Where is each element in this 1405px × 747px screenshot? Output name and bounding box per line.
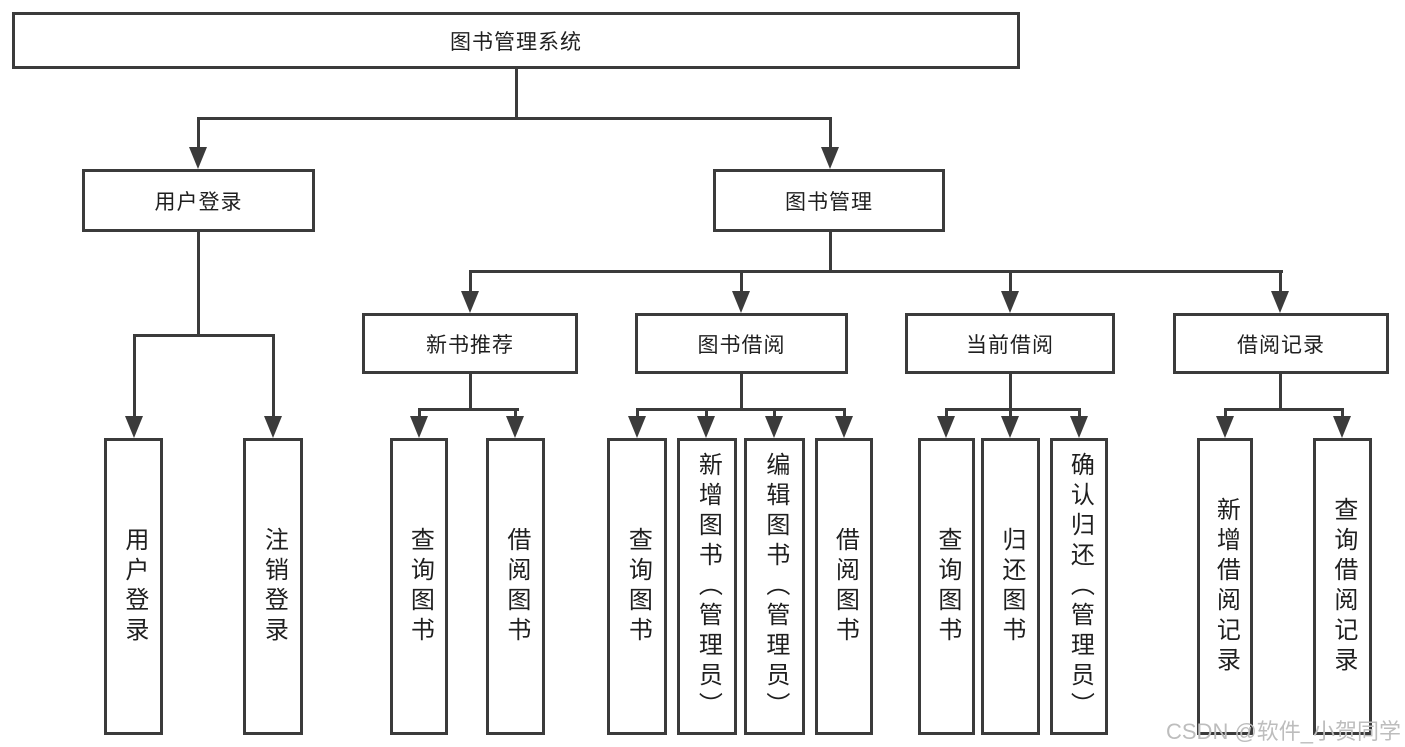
node-leaf-query-borrow-record: 查询借阅记录 xyxy=(1313,438,1372,735)
arrowhead-icon xyxy=(821,147,839,169)
node-leaf-query-books-borrow: 查询图书 xyxy=(607,438,667,735)
node-leaf-query-borrow-record-label: 查询借阅记录 xyxy=(1329,496,1357,677)
arrowhead-icon xyxy=(410,416,428,438)
arrowhead-icon xyxy=(1001,291,1019,313)
connector-line xyxy=(469,270,472,294)
connector-line xyxy=(515,67,518,119)
connector-line xyxy=(469,270,1283,273)
arrowhead-icon xyxy=(835,416,853,438)
arrowhead-icon xyxy=(732,291,750,313)
node-user-login: 用户登录 xyxy=(82,169,315,232)
node-root-label: 图书管理系统 xyxy=(450,30,582,54)
arrowhead-icon xyxy=(765,416,783,438)
connector-line xyxy=(1009,373,1012,411)
arrowhead-icon xyxy=(1271,291,1289,313)
connector-line xyxy=(514,408,517,420)
node-borrow-records-label: 借阅记录 xyxy=(1237,333,1325,357)
node-leaf-query-books-current-label: 查询图书 xyxy=(933,526,961,647)
node-leaf-user-login-label: 用户登录 xyxy=(120,526,148,647)
arrowhead-icon xyxy=(1070,416,1088,438)
connector-line xyxy=(945,408,948,420)
connector-line xyxy=(197,117,200,149)
arrowhead-icon xyxy=(461,291,479,313)
arrowhead-icon xyxy=(264,416,282,438)
arrowhead-icon xyxy=(1001,416,1019,438)
connector-line xyxy=(843,408,846,420)
arrowhead-icon xyxy=(937,416,955,438)
watermark-text: CSDN @软件_小贺同学 xyxy=(1166,719,1402,744)
arrowhead-icon xyxy=(1216,416,1234,438)
arrowhead-icon xyxy=(628,416,646,438)
connector-line xyxy=(1009,270,1012,294)
connector-line xyxy=(1279,270,1282,294)
node-leaf-borrow-books-recommend-label: 借阅图书 xyxy=(502,526,530,647)
node-leaf-logout: 注销登录 xyxy=(243,438,303,735)
arrowhead-icon xyxy=(697,416,715,438)
connector-line xyxy=(197,117,832,120)
connector-line xyxy=(1279,373,1282,411)
node-leaf-borrow-books-label: 借阅图书 xyxy=(831,526,859,647)
arrowhead-icon xyxy=(125,416,143,438)
node-leaf-query-books-current: 查询图书 xyxy=(918,438,975,735)
connector-line xyxy=(1224,408,1344,411)
node-book-management-label: 图书管理 xyxy=(785,190,873,214)
connector-line xyxy=(1224,408,1227,420)
connector-line xyxy=(773,408,776,420)
node-leaf-user-login: 用户登录 xyxy=(104,438,163,735)
connector-line xyxy=(740,373,743,411)
node-user-login-label: 用户登录 xyxy=(154,190,243,214)
node-leaf-add-books-admin: 新增图书（管理员） xyxy=(677,438,737,735)
connector-line xyxy=(418,408,519,411)
connector-line xyxy=(1341,408,1344,420)
connector-line xyxy=(740,270,743,294)
node-borrow-records: 借阅记录 xyxy=(1173,313,1389,374)
node-book-management: 图书管理 xyxy=(713,169,945,232)
connector-line xyxy=(829,232,832,273)
connector-line xyxy=(636,408,846,411)
connector-line xyxy=(1009,408,1012,420)
node-leaf-query-books-borrow-label: 查询图书 xyxy=(624,526,652,647)
arrowhead-icon xyxy=(189,147,207,169)
connector-line xyxy=(133,334,275,337)
connector-line xyxy=(272,334,275,418)
connector-line xyxy=(1078,408,1081,420)
node-book-borrow: 图书借阅 xyxy=(635,313,848,374)
node-leaf-confirm-return-admin-label: 确认归还（管理员） xyxy=(1066,451,1094,722)
connector-line xyxy=(636,408,639,420)
connector-line xyxy=(705,408,708,420)
node-book-borrow-label: 图书借阅 xyxy=(697,333,786,357)
node-leaf-add-books-admin-label: 新增图书（管理员） xyxy=(694,451,722,722)
node-new-book-recommend: 新书推荐 xyxy=(362,313,578,374)
node-leaf-edit-books-admin: 编辑图书（管理员） xyxy=(744,438,805,735)
node-leaf-confirm-return-admin: 确认归还（管理员） xyxy=(1050,438,1108,735)
arrowhead-icon xyxy=(1333,416,1351,438)
node-leaf-logout-label: 注销登录 xyxy=(260,526,288,647)
node-root: 图书管理系统 xyxy=(12,12,1020,69)
node-leaf-return-books-label: 归还图书 xyxy=(997,526,1025,647)
node-leaf-query-books-recommend: 查询图书 xyxy=(390,438,448,735)
node-leaf-borrow-books: 借阅图书 xyxy=(815,438,873,735)
connector-line xyxy=(829,117,832,149)
connector-line xyxy=(418,408,421,420)
connector-line xyxy=(197,232,200,337)
node-leaf-borrow-books-recommend: 借阅图书 xyxy=(486,438,545,735)
connector-line xyxy=(133,334,136,418)
connector-line xyxy=(945,408,1081,411)
node-leaf-return-books: 归还图书 xyxy=(981,438,1040,735)
node-leaf-add-borrow-record-label: 新增借阅记录 xyxy=(1212,496,1240,677)
node-leaf-query-books-recommend-label: 查询图书 xyxy=(406,526,434,647)
node-leaf-edit-books-admin-label: 编辑图书（管理员） xyxy=(761,451,789,722)
arrowhead-icon xyxy=(506,416,524,438)
node-leaf-add-borrow-record: 新增借阅记录 xyxy=(1197,438,1253,735)
node-current-borrow-label: 当前借阅 xyxy=(966,333,1054,357)
node-current-borrow: 当前借阅 xyxy=(905,313,1115,374)
connector-line xyxy=(469,373,472,411)
node-new-book-recommend-label: 新书推荐 xyxy=(426,333,514,357)
